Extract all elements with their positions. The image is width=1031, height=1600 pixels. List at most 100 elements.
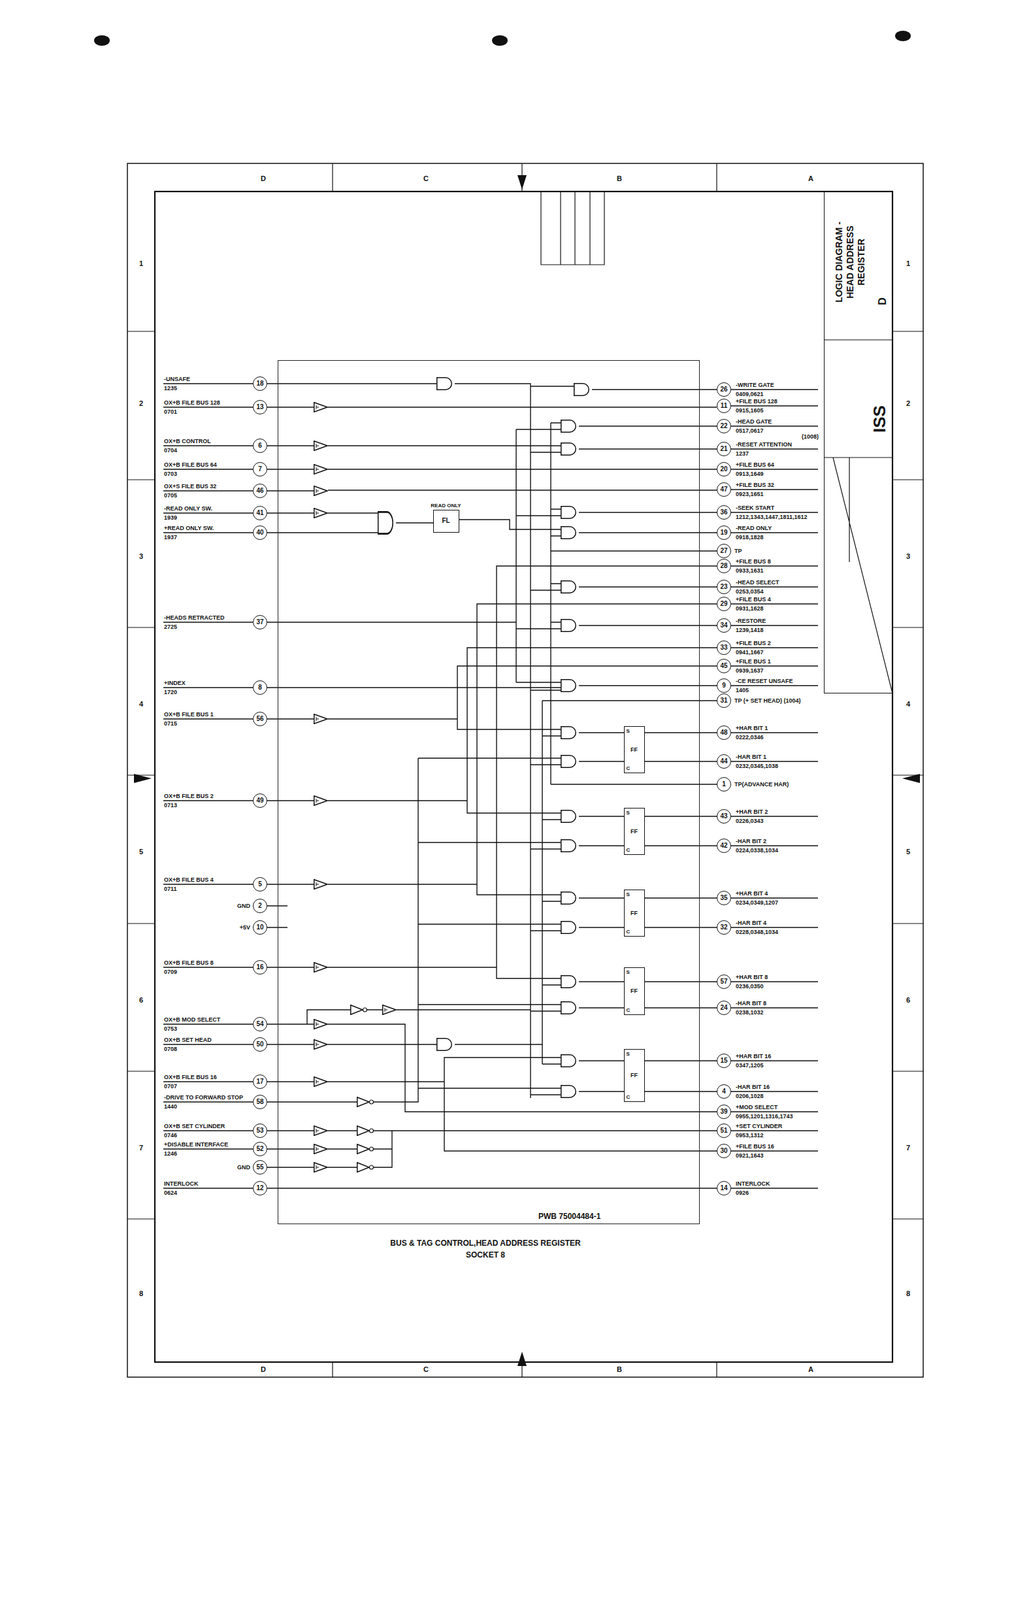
signal-source: 0704 (163, 446, 178, 454)
pin-circle: 9-CE RESET UNSAFE1405 (716, 678, 732, 693)
signal-name: +FILE BUS 32 (735, 481, 775, 489)
reference-note: (1008) (801, 433, 819, 440)
pin-number: 24 (717, 1000, 731, 1015)
pin-circle: 55GND (252, 1159, 268, 1175)
signal-name: TP (+ SET HEAD) (1004) (734, 697, 802, 704)
pin-number: 55 (253, 1160, 267, 1174)
pin-number: 37 (253, 615, 267, 629)
socket-module: PWB 75004484-1READ ONLYFLSFFCSFFCSFFCSFF… (277, 360, 700, 1224)
pin-circle: 48+HAR BIT 10222,0346 (716, 725, 732, 740)
flip-flop-type: FF (624, 1071, 645, 1079)
wire (644, 1090, 718, 1092)
pin-circle: 58-DRIVE TO FORWARD STOP1440 (252, 1094, 268, 1109)
pin-number: 49 (253, 793, 267, 807)
pin-number: 33 (717, 640, 731, 655)
signal-source: 0713 (163, 801, 178, 809)
pin-number: 50 (253, 1037, 267, 1051)
signal-name: OX+B FILE BUS 64 (163, 461, 217, 468)
clock-pin: C (626, 928, 631, 935)
pin-circle: 20+FILE BUS 640913,1649 (716, 461, 732, 477)
pin-circle: 4-HAR BIT 160206,1028 (716, 1083, 732, 1099)
signal-name: INTERLOCK (163, 1179, 199, 1187)
pin-number: 54 (253, 1017, 267, 1031)
signal-source: 2725 (163, 623, 178, 630)
pin-number: 28 (717, 559, 731, 573)
signal-name: +FILE BUS 16 (735, 1142, 775, 1150)
signal-name: +SET CYLINDER (735, 1122, 783, 1130)
pin-circle: 10+5V (252, 919, 268, 935)
signal-source: 0709 (163, 968, 178, 975)
pin-number: 56 (253, 712, 267, 726)
pin-circle: 26-WRITE GATE0409,0621 (716, 382, 732, 397)
signal-name: -HEAD SELECT (735, 578, 780, 586)
signal-name: +5V (239, 923, 251, 931)
pin-circle: 40+READ ONLY SW.1937 (252, 525, 268, 540)
zone-letter: B (616, 174, 622, 183)
set-pin: S (626, 968, 630, 975)
signal-name: +FILE BUS 4 (735, 595, 771, 603)
signal-name: -RESET ATTENTION (735, 441, 792, 448)
wire (644, 815, 718, 817)
pin-number: 47 (717, 482, 731, 496)
pin-circle: 44-HAR BIT 10232,0345,1038 (716, 753, 732, 769)
pin-number: 22 (717, 419, 731, 433)
flip-flop: SFFC (623, 1048, 645, 1102)
logic-gates (314, 377, 590, 1173)
pin-number: 10 (253, 920, 267, 934)
signal-name: +MOD SELECT (735, 1103, 778, 1111)
signal-name: OX+B SET HEAD (163, 1036, 212, 1043)
pin-circle: 57+HAR BIT 80236,0350 (716, 974, 732, 989)
signal-name: GND (237, 1163, 251, 1171)
clock-pin: C (626, 1093, 631, 1100)
pin-number: 42 (717, 838, 731, 852)
pin-number: 39 (717, 1104, 731, 1118)
zone-number: 5 (906, 847, 911, 856)
zone-number: 3 (906, 552, 911, 560)
zone-number: 2 (139, 399, 144, 408)
pin-number: 18 (253, 376, 267, 391)
zone-number: 3 (139, 552, 144, 560)
pin-number: 23 (717, 580, 731, 594)
pin-number: 57 (717, 974, 731, 988)
pin-circle: 31TP (+ SET HEAD) (1004) (716, 693, 732, 708)
signal-source: 0347,1205 (735, 1061, 764, 1069)
signal-source: 0913,1649 (735, 470, 764, 477)
signal-name: -HAR BIT 8 (735, 999, 767, 1007)
signal-source: 0955,1201,1316,1743 (735, 1112, 794, 1120)
signal-source: 0915,1605 (735, 407, 764, 414)
signal-name: OX+B FILE BUS 128 (163, 399, 221, 406)
pin-number: 6 (253, 439, 267, 453)
zone-letter: C (423, 174, 429, 183)
board-number: PWB 75004484-1 (537, 1211, 602, 1221)
pin-number: 8 (253, 680, 267, 694)
pin-number: 32 (717, 920, 731, 934)
pin-circle: 39+MOD SELECT0955,1201,1316,1743 (716, 1104, 732, 1119)
wiring (163, 383, 819, 1188)
pin-number: 7 (253, 462, 267, 476)
signal-source: 0409,0621 (735, 390, 764, 398)
signal-name: -READ ONLY (735, 524, 772, 532)
signal-source: 0953,1312 (735, 1131, 764, 1139)
zone-number: 6 (906, 995, 911, 1004)
signal-name: +INDEX (163, 679, 186, 687)
zone-number: 8 (139, 1289, 144, 1297)
pin-circle: 19-READ ONLY0918,1828 (716, 525, 732, 540)
pin-circle: 46OX+S FILE BUS 320705 (252, 483, 268, 498)
pin-circle: 27TP (716, 543, 732, 558)
signal-source: 0707 (163, 1082, 178, 1090)
clock-pin: C (626, 846, 631, 853)
pin-circle: 54OX+B MOD SELECT0753 (252, 1016, 268, 1031)
flip-flop-type: FF (624, 909, 645, 917)
pin-number: 46 (253, 484, 267, 498)
wire (644, 844, 718, 846)
signal-name: OX+B FILE BUS 1 (163, 710, 214, 718)
signal-name: OX+B SET CYLINDER (163, 1122, 225, 1130)
signal-name: TP (734, 547, 743, 555)
pin-circle: 47+FILE BUS 320923,1651 (716, 482, 732, 497)
signal-source: 1239,1418 (735, 626, 764, 634)
signal-source: 1212,1343,1447,1811,1612 (735, 513, 808, 521)
pin-circle: 28+FILE BUS 80933,1631 (716, 558, 732, 573)
pin-number: 43 (717, 809, 731, 823)
flip-flop: SFFC (623, 966, 645, 1015)
